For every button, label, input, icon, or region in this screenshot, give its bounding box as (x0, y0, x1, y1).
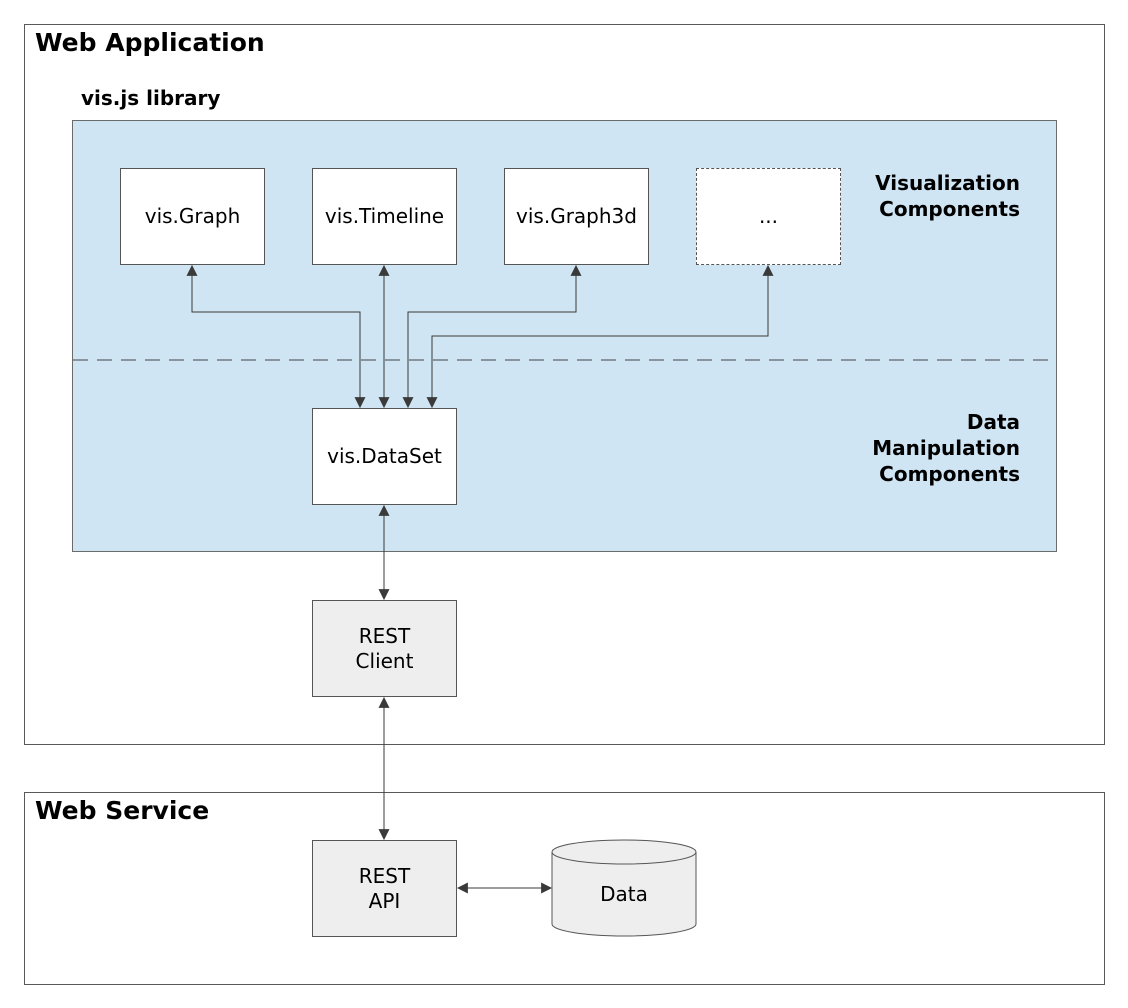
rest-client-label: REST Client (355, 623, 414, 673)
rest-client-node[interactable]: REST Client (312, 600, 457, 697)
vis-graph3d-node[interactable]: vis.Graph3d (504, 168, 649, 265)
data-cylinder (551, 839, 697, 937)
rest-api-node[interactable]: REST API (312, 840, 457, 937)
more-components-label: ... (758, 204, 779, 228)
rest-api-label: REST API (358, 863, 411, 913)
library-title: vis.js library (81, 86, 221, 110)
web-application-title: Web Application (35, 28, 265, 57)
vis-dataset-node[interactable]: vis.DataSet (312, 408, 457, 505)
vis-timeline-node[interactable]: vis.Timeline (312, 168, 457, 265)
vis-graph-node[interactable]: vis.Graph (120, 168, 265, 265)
vis-graph-label: vis.Graph (144, 204, 241, 228)
data-label: Data (600, 882, 648, 906)
graph-dataset-connector (186, 264, 366, 409)
vis-graph3d-label: vis.Graph3d (516, 204, 637, 228)
vis-timeline-label: vis.Timeline (324, 204, 445, 228)
more-components-node[interactable]: ... (696, 168, 841, 265)
vis-dataset-label: vis.DataSet (327, 444, 442, 468)
visualization-components-label: Visualization Components (875, 171, 1020, 221)
more-dataset-connector (426, 264, 774, 409)
data-manipulation-components-label: Data Manipulation Components (872, 410, 1020, 486)
web-service-title: Web Service (35, 796, 210, 825)
